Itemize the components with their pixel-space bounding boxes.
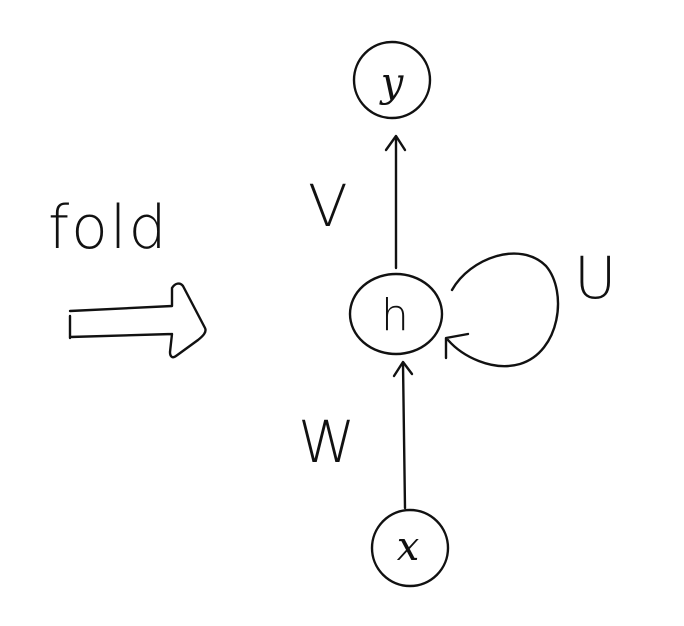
input-node [370, 508, 450, 588]
recurrent-weight-label: U [574, 244, 616, 312]
output-weight-label: V [308, 172, 348, 240]
input-node-label: x [397, 524, 420, 570]
input-to-hidden-arrow [401, 362, 407, 510]
fold-label: fold [48, 193, 169, 263]
hidden-to-output-arrowhead-icon [384, 134, 407, 152]
input-weight-label: W [298, 408, 355, 476]
recurrent-loop [446, 252, 560, 368]
output-node [352, 40, 432, 120]
hidden-node [348, 272, 444, 356]
input-to-hidden-arrowhead-icon [392, 360, 414, 378]
output-node-label: y [379, 60, 405, 106]
hidden-node-label: h [381, 290, 409, 341]
recurrent-loop-arrowhead-icon [444, 332, 470, 360]
fold-arrow-icon [68, 282, 207, 359]
